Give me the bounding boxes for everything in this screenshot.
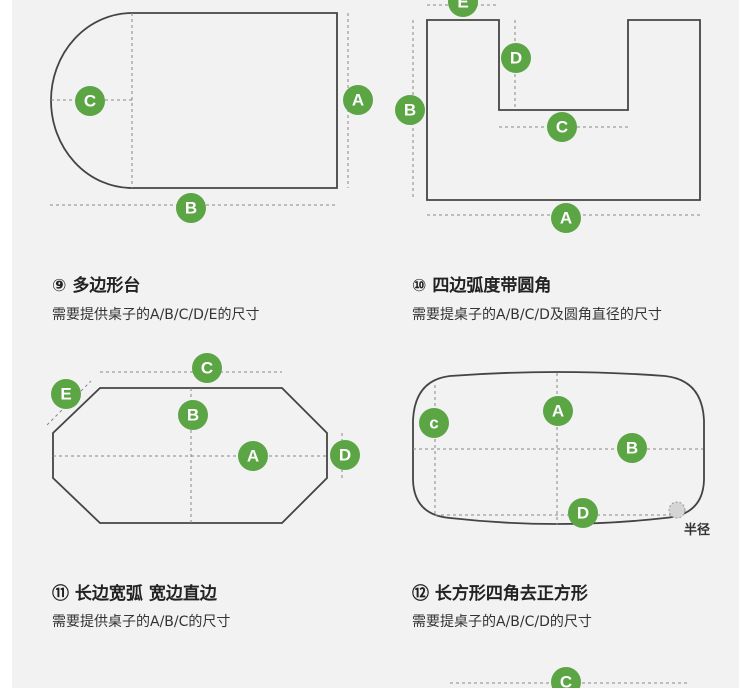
svg-text:C: C [201, 359, 213, 378]
svg-text:C: C [556, 118, 568, 137]
badge-d: D [568, 498, 598, 528]
badge-c: c [419, 408, 449, 438]
svg-text:A: A [560, 209, 572, 228]
shape-half-round-table [50, 12, 338, 189]
background-panel [12, 0, 739, 688]
item-subtitle-12: 需要提桌子的A/B/C/D的尺寸 [412, 614, 592, 630]
badge-c: C [75, 86, 105, 116]
svg-text:C: C [84, 92, 96, 111]
badge-c: C [547, 112, 577, 142]
radius-marker [668, 501, 686, 519]
item-subtitle-10: 需要提桌子的A/B/C/D及圆角直径的尺寸 [412, 307, 662, 323]
svg-text:D: D [577, 504, 589, 523]
item-title-12: ⑫ 长方形四角去正方形 [412, 584, 588, 604]
svg-text:D: D [339, 446, 351, 465]
shape-octagon-table [52, 387, 328, 524]
svg-text:B: B [404, 101, 416, 120]
item-title-9: ⑨ 多边形台 [52, 276, 141, 296]
svg-text:c: c [429, 414, 438, 433]
badge-b: B [395, 95, 425, 125]
svg-text:B: B [626, 439, 638, 458]
item-subtitle-9: 需要提供桌子的A/B/C/D/E的尺寸 [52, 307, 260, 323]
shape-u-table [426, 19, 701, 201]
badge-e: E [448, 0, 478, 17]
badge-c: C [551, 667, 581, 688]
svg-text:A: A [552, 402, 564, 421]
badge-d: D [330, 440, 360, 470]
item-subtitle-11: 需要提供桌子的A/B/C的尺寸 [52, 614, 231, 630]
badge-b: B [178, 400, 208, 430]
badge-b: B [617, 433, 647, 463]
badge-b: B [176, 193, 206, 223]
svg-text:C: C [560, 673, 572, 688]
badge-a: A [343, 85, 373, 115]
badge-a: A [543, 396, 573, 426]
item-title-11: ⑪ 长边宽弧 宽边直边 [52, 584, 217, 604]
radius-label: 半径 [684, 523, 711, 538]
badge-e: E [51, 379, 81, 409]
svg-text:E: E [457, 0, 468, 12]
svg-text:A: A [352, 91, 364, 110]
shape-rounded-table [412, 371, 705, 525]
svg-text:E: E [60, 385, 71, 404]
badge-a: A [551, 203, 581, 233]
svg-text:A: A [247, 447, 259, 466]
badge-d: D [501, 43, 531, 73]
badge-c: C [192, 353, 222, 383]
svg-text:D: D [510, 49, 522, 68]
svg-text:B: B [187, 406, 199, 425]
item-title-10: ⑩ 四边弧度带圆角 [412, 276, 552, 296]
svg-text:B: B [185, 199, 197, 218]
badge-a: A [238, 441, 268, 471]
